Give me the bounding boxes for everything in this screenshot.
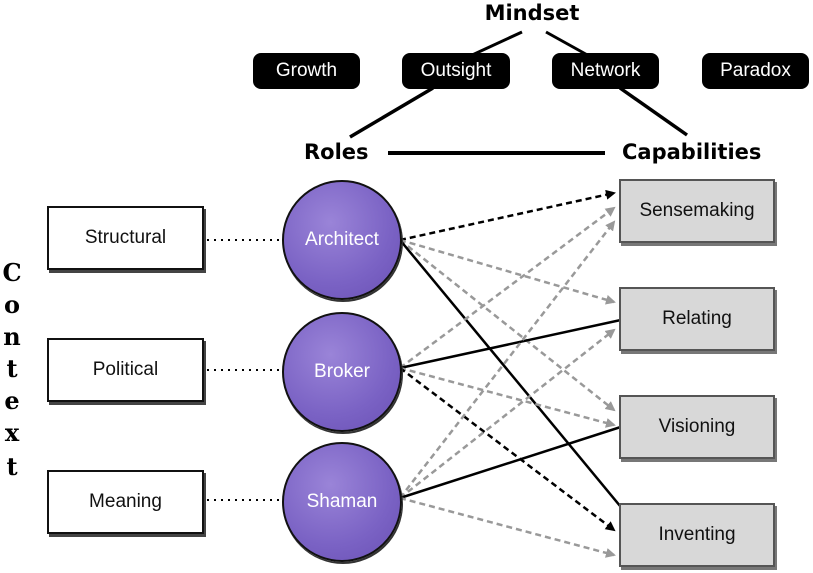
arrow-architect-inventing [399,239,632,520]
arrow-architect-visioning [399,239,616,412]
context-letter-3: n [3,322,21,351]
arrow-broker-inventing [399,367,616,532]
arrow-shaman-sensemaking [399,220,616,499]
arrow-broker-relating [399,314,632,370]
mindset-pill-growth: Growth [253,53,360,89]
capability-box-inventing: Inventing [619,503,775,567]
arrow-shaman-visioning [399,421,632,500]
context-box-political: Political [47,338,204,402]
arrow-architect-sensemaking [399,189,616,242]
capabilities-heading: Capabilities [622,140,762,164]
arrow-shaman-relating [399,328,616,499]
capability-box-visioning: Visioning [619,395,775,459]
role-node-shaman: Shaman [282,442,402,562]
context-letter-2: o [3,290,20,319]
capabilities-line [618,86,689,137]
mindset-pill-outsight: Outsight [402,53,510,89]
context-letter-6: x [4,418,20,447]
arrow-broker-visioning [399,366,616,428]
role-node-architect: Architect [282,180,402,300]
capability-box-relating: Relating [619,287,775,351]
mindset-title: Mindset [484,1,580,25]
context-letter-1: C [2,258,22,287]
mindset-pill-network: Network [552,53,659,89]
arrow-broker-sensemaking [399,206,616,370]
arrow-architect-relating [399,238,616,305]
context-letter-7: t [6,452,18,481]
context-letter-4: t [6,354,18,383]
roles-heading: Roles [304,140,369,164]
mindset-pill-paradox: Paradox [702,53,809,89]
arrow-shaman-inventing [399,496,616,558]
role-node-broker: Broker [282,312,402,432]
capability-box-sensemaking: Sensemaking [619,179,775,243]
context-box-meaning: Meaning [47,470,204,534]
context-box-structural: Structural [47,206,204,270]
context-letter-5: e [4,386,20,415]
roles-line [349,86,434,139]
